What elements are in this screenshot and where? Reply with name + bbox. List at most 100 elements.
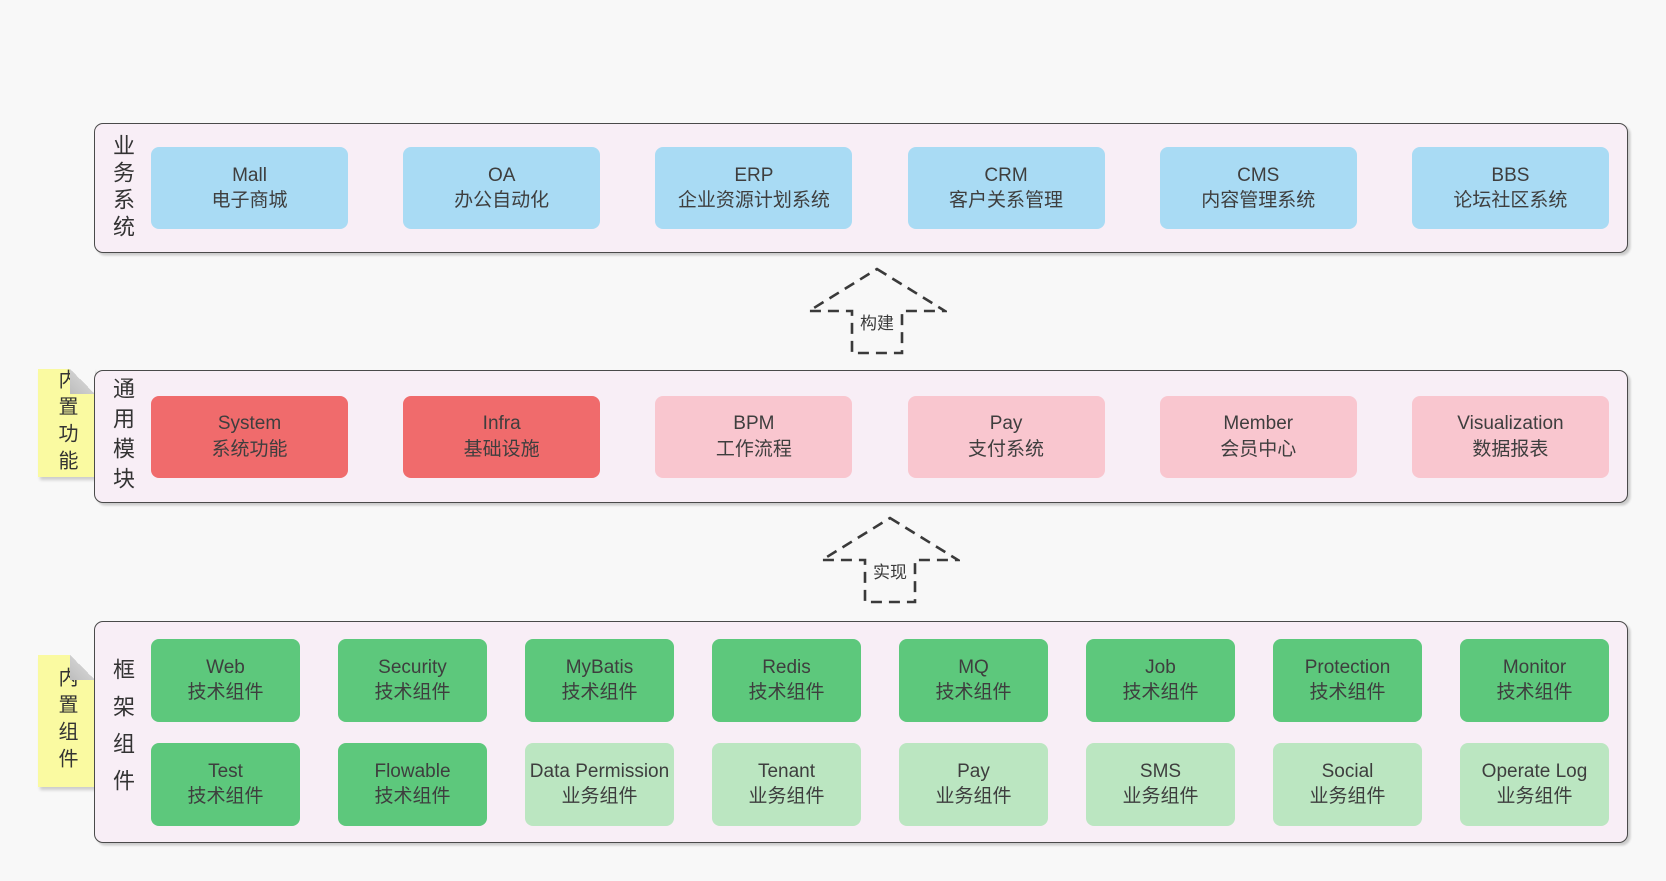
- box-title: Monitor: [1502, 656, 1567, 678]
- box-subtitle: 工作流程: [715, 438, 792, 460]
- component-box-flowable: Flowable 技术组件: [338, 742, 487, 826]
- box-title: Social: [1321, 760, 1374, 782]
- system-box-mall: Mall 电子商城: [151, 147, 348, 229]
- component-box-operate-log: Operate Log 业务组件: [1460, 742, 1609, 826]
- box-subtitle: 客户关系管理: [949, 190, 1064, 211]
- box-title: MQ: [958, 656, 989, 678]
- module-box-pay: Pay 支付系统: [907, 395, 1105, 478]
- module-box-visualization: Visualization 数据报表: [1411, 395, 1609, 478]
- component-box-redis: Redis 技术组件: [712, 638, 861, 722]
- box-title: System: [217, 413, 282, 435]
- box-title: Pay: [989, 413, 1023, 435]
- folded-corner-icon: [70, 369, 95, 394]
- box-subtitle: 业务组件: [561, 786, 638, 807]
- module-box-member: Member 会员中心: [1159, 395, 1357, 478]
- sticky-note-built-in-components: 内置组件: [38, 655, 95, 787]
- box-title: SMS: [1139, 760, 1182, 782]
- box-title: CMS: [1237, 164, 1280, 186]
- box-title: CRM: [984, 164, 1028, 186]
- box-subtitle: 会员中心: [1220, 438, 1297, 460]
- box-subtitle: 业务组件: [1309, 786, 1386, 807]
- box-title: Tenant: [757, 760, 816, 782]
- arrow-label: 实现: [870, 558, 910, 583]
- system-box-cms: CMS 内容管理系统: [1159, 147, 1357, 229]
- box-title: Flowable: [374, 760, 451, 782]
- box-subtitle: 论坛社区系统: [1453, 190, 1568, 211]
- component-box-monitor: Monitor 技术组件: [1460, 638, 1609, 722]
- business-systems-row: Mall 电子商城 OA 办公自动化 ERP 企业资源计划系统 CRM 客户关系…: [151, 147, 1609, 229]
- framework-components-row-1: Web 技术组件 Security 技术组件 MyBatis 技术组件 Redi…: [151, 638, 1609, 722]
- box-subtitle: 业务组件: [748, 786, 825, 807]
- component-box-web: Web 技术组件: [151, 638, 300, 722]
- box-title: MyBatis: [565, 656, 634, 678]
- box-subtitle: 系统功能: [211, 438, 288, 460]
- component-box-sms: SMS 业务组件: [1086, 742, 1235, 826]
- layer-label-common-modules: 通用模块: [110, 376, 135, 497]
- layer-label-framework-components: 框架组件: [110, 658, 135, 806]
- build-arrow: 构建: [807, 267, 947, 355]
- module-box-system: System 系统功能: [151, 395, 348, 478]
- box-title: OA: [487, 164, 516, 186]
- framework-components-layer: 框架组件 Web 技术组件 Security 技术组件 MyBatis 技术组件…: [94, 621, 1628, 843]
- component-box-protection: Protection 技术组件: [1273, 638, 1422, 722]
- system-box-oa: OA 办公自动化: [403, 147, 601, 229]
- box-subtitle: 技术组件: [935, 682, 1012, 703]
- box-subtitle: 技术组件: [374, 682, 451, 703]
- framework-components-row-2: Test 技术组件 Flowable 技术组件 Data Permission …: [151, 742, 1609, 826]
- box-title: ERP: [734, 164, 774, 186]
- implement-arrow: 实现: [820, 516, 960, 604]
- system-box-erp: ERP 企业资源计划系统: [655, 147, 853, 229]
- common-modules-row: System 系统功能 Infra 基础设施 BPM 工作流程 Pay 支付系统…: [151, 395, 1609, 478]
- box-subtitle: 技术组件: [561, 682, 638, 703]
- component-box-data-permission: Data Permission 业务组件: [525, 742, 674, 826]
- dashed-up-arrow-icon: [807, 267, 947, 355]
- module-box-bpm: BPM 工作流程: [655, 395, 853, 478]
- system-box-crm: CRM 客户关系管理: [907, 147, 1105, 229]
- sticky-note-label: 内置组件: [55, 667, 77, 775]
- component-box-tenant: Tenant 业务组件: [712, 742, 861, 826]
- box-subtitle: 技术组件: [187, 786, 264, 807]
- business-systems-layer: 业务系统 Mall 电子商城 OA 办公自动化 ERP 企业资源计划系统 CRM…: [94, 123, 1628, 253]
- box-title: BBS: [1491, 164, 1530, 186]
- box-subtitle: 支付系统: [968, 438, 1045, 460]
- box-title: BPM: [733, 413, 775, 435]
- sticky-note-label: 内置功能: [55, 369, 77, 477]
- box-subtitle: 业务组件: [935, 786, 1012, 807]
- component-box-social: Social 业务组件: [1273, 742, 1422, 826]
- box-title: Protection: [1304, 656, 1391, 678]
- box-subtitle: 技术组件: [1122, 682, 1199, 703]
- box-title: Web: [206, 656, 245, 678]
- sticky-note-built-in-functions: 内置功能: [38, 369, 95, 477]
- box-subtitle: 内容管理系统: [1201, 190, 1316, 211]
- system-box-bbs: BBS 论坛社区系统: [1411, 147, 1609, 229]
- box-subtitle: 技术组件: [1309, 682, 1386, 703]
- box-subtitle: 企业资源计划系统: [677, 190, 830, 211]
- folded-corner-icon: [70, 655, 95, 680]
- box-subtitle: 电子商城: [211, 190, 288, 211]
- component-box-job: Job 技术组件: [1086, 638, 1235, 722]
- box-title: Mall: [232, 164, 267, 186]
- box-title: Data Permission: [529, 760, 670, 782]
- box-title: Visualization: [1457, 413, 1564, 435]
- box-subtitle: 基础设施: [463, 438, 540, 460]
- component-box-security: Security 技术组件: [338, 638, 487, 722]
- box-title: Infra: [482, 413, 521, 435]
- box-title: Operate Log: [1481, 760, 1588, 782]
- box-subtitle: 技术组件: [374, 786, 451, 807]
- box-title: Redis: [762, 656, 811, 678]
- box-title: Job: [1145, 656, 1176, 678]
- box-subtitle: 业务组件: [1122, 786, 1199, 807]
- common-modules-layer: 通用模块 System 系统功能 Infra 基础设施 BPM 工作流程 Pay…: [94, 370, 1628, 503]
- box-subtitle: 数据报表: [1472, 438, 1549, 460]
- component-box-mybatis: MyBatis 技术组件: [525, 638, 674, 722]
- box-title: Security: [378, 656, 447, 678]
- arrow-label: 构建: [857, 309, 897, 334]
- component-box-mq: MQ 技术组件: [899, 638, 1048, 722]
- dashed-up-arrow-icon: [820, 516, 960, 604]
- box-subtitle: 技术组件: [187, 682, 264, 703]
- box-subtitle: 办公自动化: [454, 190, 550, 211]
- component-box-test: Test 技术组件: [151, 742, 300, 826]
- box-subtitle: 业务组件: [1496, 786, 1573, 807]
- module-box-infra: Infra 基础设施: [403, 395, 601, 478]
